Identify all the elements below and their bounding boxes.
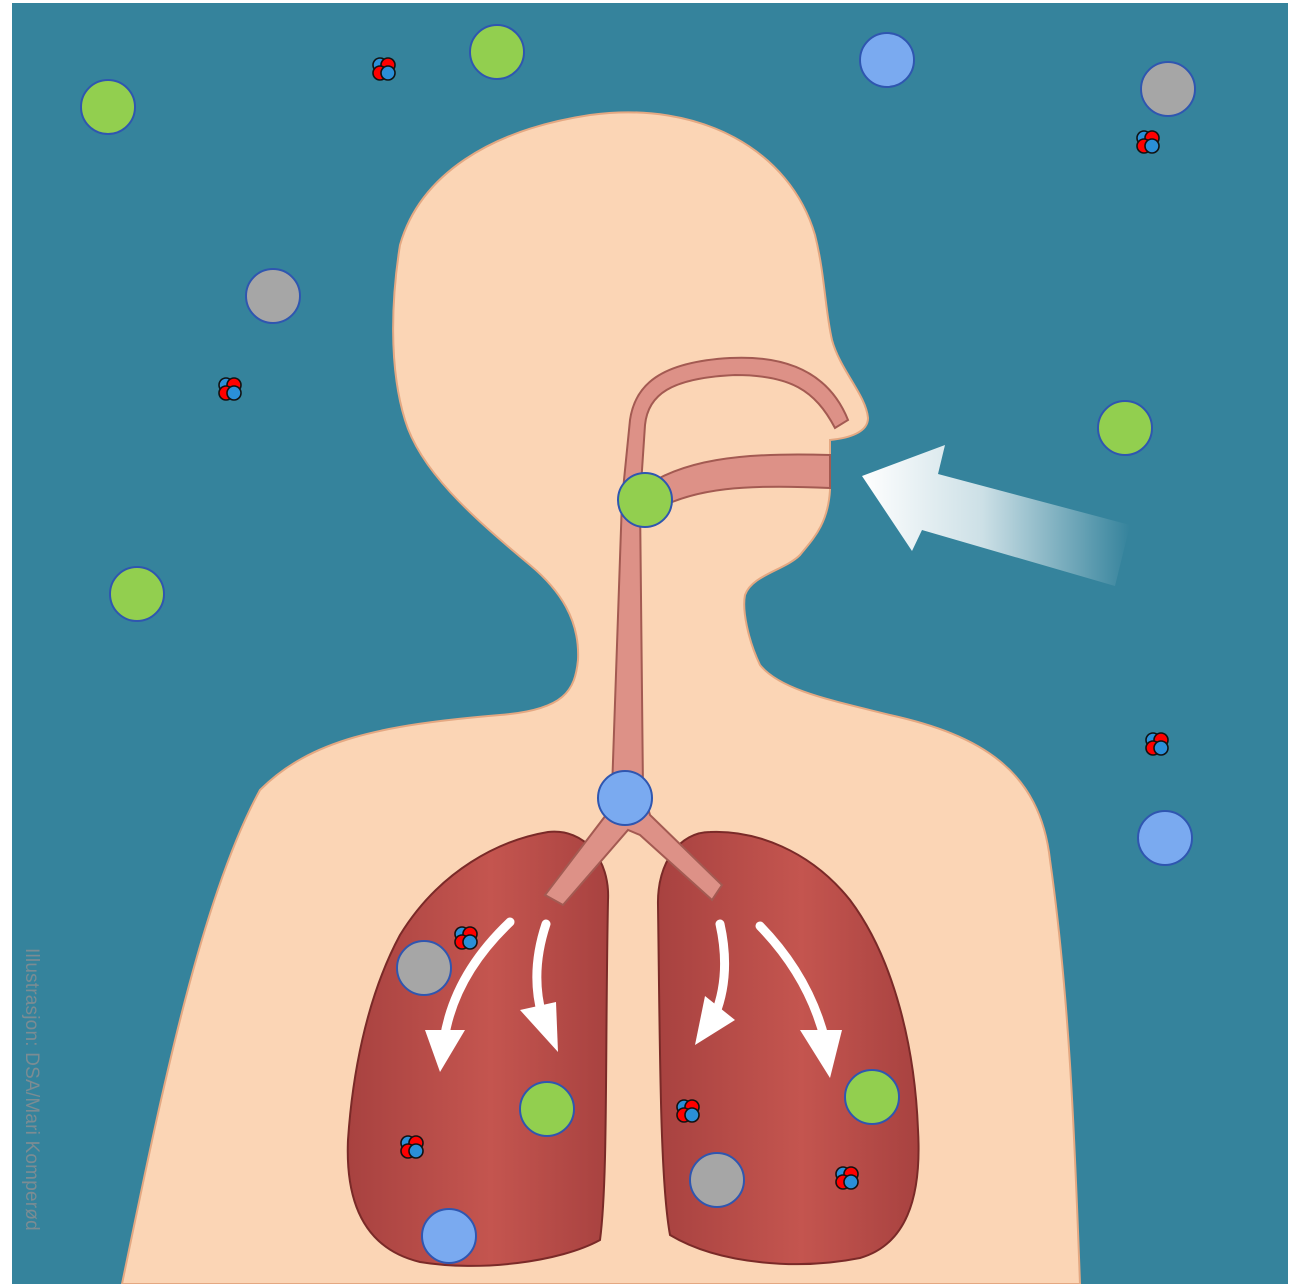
green-particle (1098, 401, 1152, 455)
grey-particle (1141, 62, 1195, 116)
green-particle (110, 567, 164, 621)
blue-particle (1138, 811, 1192, 865)
molecule-atom (227, 386, 241, 400)
green-particle (520, 1082, 574, 1136)
gas-molecule (219, 378, 241, 400)
gas-molecule (455, 927, 477, 949)
molecule-atom (463, 935, 477, 949)
gas-molecule (677, 1100, 699, 1122)
gas-molecule (373, 58, 395, 80)
molecule-atom (1154, 741, 1168, 755)
grey-particle (246, 269, 300, 323)
gas-molecule (401, 1136, 423, 1158)
green-particle (81, 80, 135, 134)
grey-particle (690, 1153, 744, 1207)
molecule-atom (409, 1144, 423, 1158)
blue-particle (598, 771, 652, 825)
green-particle (470, 25, 524, 79)
molecule-atom (1145, 139, 1159, 153)
gas-molecule (836, 1167, 858, 1189)
gas-molecule (1146, 733, 1168, 755)
grey-particle (397, 941, 451, 995)
green-particle (618, 473, 672, 527)
molecule-atom (844, 1175, 858, 1189)
molecule-atom (685, 1108, 699, 1122)
blue-particle (422, 1209, 476, 1263)
molecule-atom (381, 66, 395, 80)
gas-molecule (1137, 131, 1159, 153)
illustration-credit: Illustrasjon: DSA/Mari Komperød (20, 948, 42, 1231)
green-particle (845, 1070, 899, 1124)
blue-particle (860, 33, 914, 87)
